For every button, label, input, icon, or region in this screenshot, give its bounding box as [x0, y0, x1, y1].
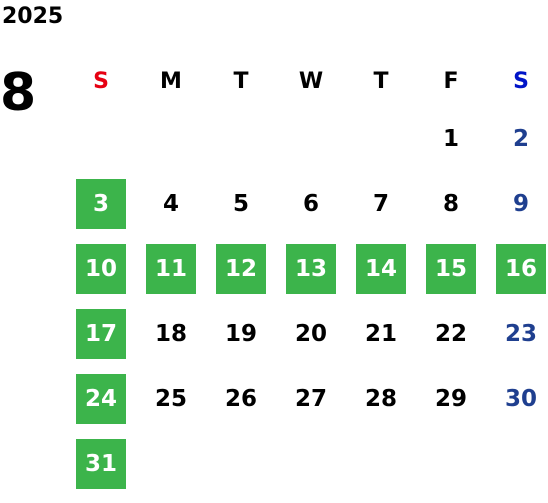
day-cell[interactable]: 28 [346, 366, 416, 431]
day-cell[interactable]: 16 [486, 236, 548, 301]
empty-day-cell [346, 431, 416, 496]
day-number: 13 [286, 243, 336, 294]
day-cell[interactable]: 14 [346, 236, 416, 301]
day-cell[interactable]: 15 [416, 236, 486, 301]
weekday-header-saturday: S [513, 68, 529, 94]
day-cell[interactable]: 9 [486, 171, 548, 236]
day-cell[interactable]: 22 [416, 301, 486, 366]
day-number: 8 [442, 190, 459, 217]
empty-day-cell [206, 431, 276, 496]
month-label: 8 [0, 63, 37, 123]
day-cell[interactable]: 18 [136, 301, 206, 366]
day-cell[interactable]: 19 [206, 301, 276, 366]
year-label: 2025 [2, 4, 64, 29]
day-number: 28 [364, 385, 397, 412]
day-cell[interactable]: 25 [136, 366, 206, 431]
day-number: 14 [356, 243, 406, 294]
day-number: 1 [442, 125, 459, 152]
empty-day-cell [486, 431, 548, 496]
day-cell[interactable]: 6 [276, 171, 346, 236]
day-number: 5 [232, 190, 249, 217]
day-number: 15 [426, 243, 476, 294]
day-number: 18 [154, 320, 187, 347]
empty-day-cell [416, 431, 486, 496]
empty-day-cell [66, 106, 136, 171]
day-cell[interactable]: 11 [136, 236, 206, 301]
weekday-header-sunday: S [93, 68, 109, 94]
day-number: 6 [302, 190, 319, 217]
empty-day-cell [206, 106, 276, 171]
empty-day-cell [276, 431, 346, 496]
day-number: 2 [512, 125, 529, 152]
day-number: 24 [76, 373, 126, 424]
weekday-header-friday: F [443, 68, 459, 94]
day-cell[interactable]: 3 [66, 171, 136, 236]
day-cell[interactable]: 17 [66, 301, 136, 366]
day-cell[interactable]: 13 [276, 236, 346, 301]
day-number: 21 [364, 320, 397, 347]
day-cell[interactable]: 1 [416, 106, 486, 171]
day-cell[interactable]: 2 [486, 106, 548, 171]
day-number: 9 [512, 190, 529, 217]
day-cell[interactable]: 8 [416, 171, 486, 236]
weekday-header-wednesday: W [298, 68, 324, 94]
day-number: 12 [216, 243, 266, 294]
day-cell[interactable]: 31 [66, 431, 136, 496]
day-number: 22 [434, 320, 467, 347]
day-cell[interactable]: 29 [416, 366, 486, 431]
empty-day-cell [346, 106, 416, 171]
day-number: 30 [504, 385, 537, 412]
day-cell[interactable]: 23 [486, 301, 548, 366]
day-number: 29 [434, 385, 467, 412]
day-number: 19 [224, 320, 257, 347]
day-number: 25 [154, 385, 187, 412]
empty-day-cell [136, 106, 206, 171]
day-number: 11 [146, 243, 196, 294]
day-cell[interactable]: 27 [276, 366, 346, 431]
day-number: 17 [76, 308, 126, 359]
day-cell[interactable]: 21 [346, 301, 416, 366]
day-number: 4 [162, 190, 179, 217]
day-number: 26 [224, 385, 257, 412]
day-cell[interactable]: 26 [206, 366, 276, 431]
day-cell[interactable]: 5 [206, 171, 276, 236]
day-cell[interactable]: 24 [66, 366, 136, 431]
empty-day-cell [276, 106, 346, 171]
day-number: 20 [294, 320, 327, 347]
day-number: 16 [496, 243, 546, 294]
day-number: 7 [372, 190, 389, 217]
day-cell[interactable]: 4 [136, 171, 206, 236]
day-number: 31 [76, 438, 126, 489]
day-number: 3 [76, 178, 126, 229]
empty-day-cell [136, 431, 206, 496]
weekday-header-tuesday: T [233, 68, 249, 94]
day-cell[interactable]: 10 [66, 236, 136, 301]
day-number: 23 [504, 320, 537, 347]
day-cell[interactable]: 12 [206, 236, 276, 301]
day-number: 10 [76, 243, 126, 294]
day-cell[interactable]: 7 [346, 171, 416, 236]
weekday-header-thursday: T [373, 68, 389, 94]
day-cell[interactable]: 30 [486, 366, 548, 431]
day-cell[interactable]: 20 [276, 301, 346, 366]
weekday-header-monday: M [160, 68, 182, 94]
day-number: 27 [294, 385, 327, 412]
